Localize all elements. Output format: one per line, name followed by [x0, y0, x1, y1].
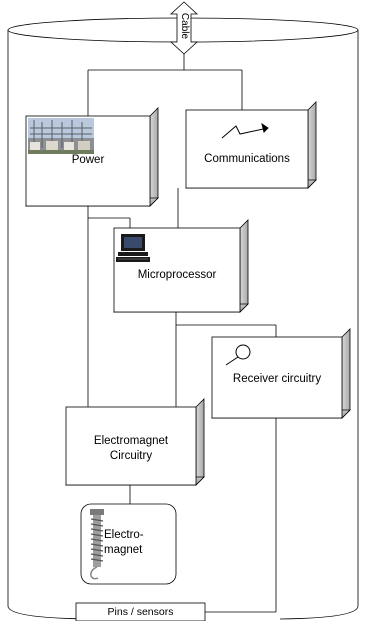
cable-label: Cable: [179, 12, 190, 40]
electromagnet-label-line1: Electro-: [104, 529, 144, 541]
connector-lines: [87, 188, 277, 613]
communications-label: Communications: [204, 153, 290, 165]
electromagnet-coil-icon: [90, 509, 104, 580]
electromagnet-circuitry-label-line1: Electromagnet: [93, 435, 169, 447]
magnifier-icon: [225, 344, 251, 366]
power-label: Power: [71, 154, 105, 166]
electromagnet-circuitry-label-line2: Circuitry: [109, 450, 153, 462]
electromagnet-circuitry-box: [65, 398, 205, 486]
signal-zigzag-icon: [221, 122, 269, 139]
electromagnet-circuitry-label: Electromagnet Circuitry: [66, 434, 196, 464]
top-bus: [87, 54, 243, 116]
electromagnet-label-line2: magnet: [104, 544, 143, 556]
power-plant-icon: [28, 118, 94, 154]
communications-box: [185, 101, 317, 189]
microprocessor-box: [113, 219, 249, 313]
receiver-label: Receiver circuitry: [232, 373, 322, 385]
electromagnet-label: Electro- magnet: [104, 528, 160, 558]
microprocessor-label: Microprocessor: [137, 269, 217, 281]
pins-sensors-box: [75, 602, 206, 621]
receiver-box: [211, 328, 351, 419]
pins-sensors-label: Pins / sensors: [107, 606, 174, 618]
housing-cylinder: [7, 17, 359, 620]
electromagnet-box: [80, 503, 177, 585]
computer-icon: [116, 234, 150, 262]
